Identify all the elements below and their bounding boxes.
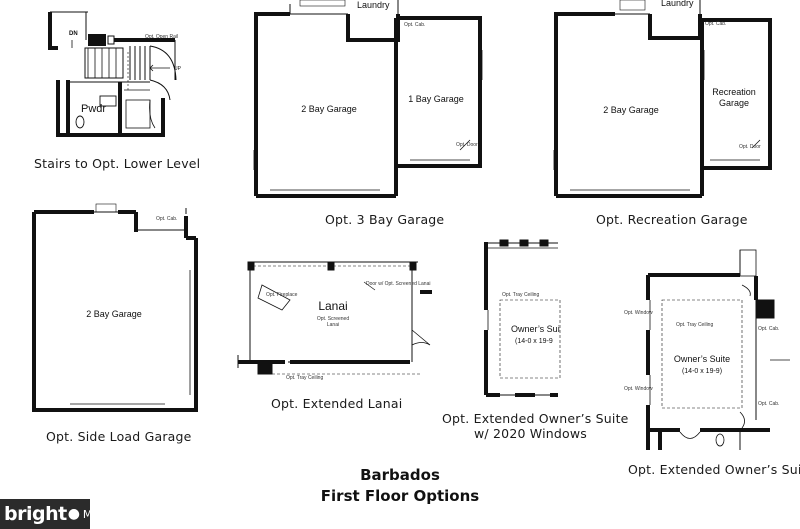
label-dn: DN [69,31,78,37]
logo-dot-icon: ● [67,506,80,522]
plan-title-subtitle: First Floor Options [320,487,480,505]
caption-owners-2020-line1: Opt. Extended Owner’s Suite [442,411,629,426]
label-opt-tray-ceiling-2: Opt. Tray Ceiling [502,292,539,298]
label-2-bay-garage-3: 2 Bay Garage [86,309,142,319]
label-lanai: Lanai [318,299,347,313]
plan-extended-lanai [237,261,432,375]
plan-recreation-garage [553,0,772,198]
label-2-bay-garage-2: 2 Bay Garage [603,105,659,115]
logo-suffix: MLS [82,507,106,521]
caption-owners-2020-line2: w/ 2020 Windows [474,426,587,441]
label-recreation-garage-1: Recreation [712,87,756,97]
label-opt-tray-ceiling-1: Opt. Tray Ceiling [286,375,323,381]
label-opt-cab-4: Opt. Cab. [758,326,779,332]
caption-side-load-garage: Opt. Side Load Garage [46,429,192,444]
label-opt-door-1: Opt. Door [456,142,478,148]
label-opt-fireplace: Opt. Fireplace [266,292,298,298]
bright-mls-logo: bright ● MLS [0,499,106,529]
label-laundry-2: Laundry [661,0,694,8]
label-opt-window-2: Opt. Window [624,386,653,392]
label-1-bay-garage: 1 Bay Garage [408,94,464,104]
plan-3-bay-garage [253,0,483,198]
caption-stairs: Stairs to Opt. Lower Level [34,156,201,171]
label-owners-suite: Owner’s Suite [674,354,730,364]
label-opt-cab-1: Opt. Cab. [404,22,425,28]
label-opt-window-1: Opt. Window [624,310,653,316]
caption-recreation-garage: Opt. Recreation Garage [596,212,748,227]
plan-side-load-garage [32,203,198,412]
caption-extended-lanai: Opt. Extended Lanai [271,396,403,411]
label-pwdr: Pwdr [81,103,106,115]
label-opt-cab-5: Opt. Cab. [758,401,779,407]
caption-owners-ext: Opt. Extended Owner’s Suite [628,462,800,477]
plan-stairs [48,11,177,137]
label-up: UP [174,66,182,72]
logo-brand: bright [4,503,67,525]
label-opt-tray-ceiling-3: Opt. Tray Ceiling [676,322,713,328]
label-recreation-garage-2: Garage [719,98,749,108]
plan-owners-ext [646,249,790,450]
label-opt-cab-3: Opt. Cab. [156,216,177,222]
label-opt-open-rail: Opt. Open Rail [145,34,178,40]
label-owners-dims-cut: (14-0 x 19-9 [515,338,553,345]
caption-3-bay-garage: Opt. 3 Bay Garage [325,212,445,227]
label-door-screened: Door w/ Opt. Screened Lanai [366,281,430,287]
plan-title-name: Barbados [360,466,440,484]
label-opt-screened-2: Lanai [327,322,339,328]
plan-owners-2020 [484,239,561,397]
label-laundry-1: Laundry [357,0,390,10]
label-opt-cab-2: Opt. Cab. [705,21,726,27]
label-opt-door-2: Opt. Door [739,144,761,150]
label-owners-suite-cut: Owner’s Sui [511,324,560,334]
label-opt-screened-1: Opt. Screened [317,316,349,322]
label-2-bay-garage-1: 2 Bay Garage [301,104,357,114]
label-owners-dims: (14-0 x 19-9) [682,368,722,375]
